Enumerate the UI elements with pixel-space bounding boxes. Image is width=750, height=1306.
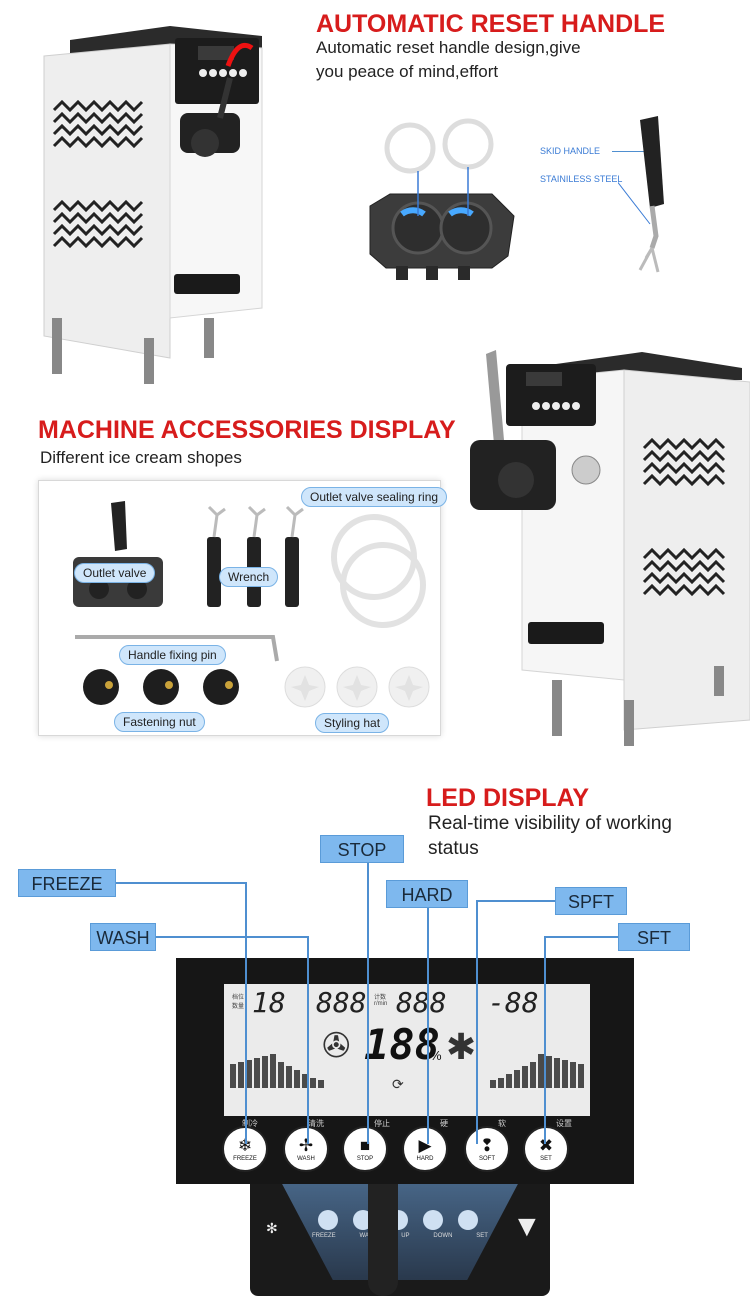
section1-title: AUTOMATIC RESET HANDLE xyxy=(316,10,666,38)
spft-callout-line-v xyxy=(476,900,478,1144)
lcd-digits-right: -88 xyxy=(488,986,539,1019)
lcd-digits-mid2: 888 xyxy=(396,986,447,1019)
lower-control-panel: FREEZE WASH UP DOWN SET ▼ ✻ xyxy=(250,1180,550,1296)
btn-top-label-wash: 清洗 xyxy=(308,1119,324,1128)
lower-set-label: SET xyxy=(476,1233,488,1239)
wash-callout: WASH xyxy=(90,923,156,951)
set-button[interactable]: ✖ SET xyxy=(523,1126,569,1172)
fan-icon: ✢ xyxy=(298,1135,314,1155)
hard-icon: ▶ xyxy=(418,1135,432,1155)
set-button-label: SET xyxy=(540,1155,552,1162)
lower-down-button xyxy=(423,1210,443,1230)
btn-top-label-freeze: 制冷 xyxy=(242,1119,258,1128)
fan-icon: ✇ xyxy=(322,1027,351,1065)
soft-button[interactable]: ❢ SOFT xyxy=(464,1126,510,1172)
section2-desc: Different ice cream shopes xyxy=(40,448,242,467)
lcd-digits-mid1: 888 xyxy=(316,986,367,1019)
lower-freeze-button xyxy=(318,1210,338,1230)
sft-callout-line-v xyxy=(544,936,546,1144)
lower-freeze-label: FREEZE xyxy=(312,1233,336,1239)
led-panel: 档位 数量 18 888 计数 r/min 888 -88 ✇ 188 % ✱ … xyxy=(176,958,634,1184)
stop-icon: ■ xyxy=(359,1135,371,1155)
hard-button[interactable]: ▶ HARD xyxy=(402,1126,448,1172)
freeze-callout: FREEZE xyxy=(18,869,116,897)
hard-callout-line-v xyxy=(427,906,429,1144)
stop-button-label: STOP xyxy=(356,1155,374,1162)
lower-set-button xyxy=(458,1210,478,1230)
spft-callout-line-h xyxy=(476,900,556,902)
tag-fastening-nut: Fastening nut xyxy=(114,712,205,732)
sft-callout: SFT xyxy=(618,923,690,951)
freeze-button[interactable]: ❄ FREEZE xyxy=(222,1126,268,1172)
section3-title: LED DISPLAY xyxy=(426,784,590,812)
stainless-steel-label: STAINILESS STEEL xyxy=(540,174,623,184)
snowflake-icon: ❄ xyxy=(237,1135,253,1155)
lower-up-label: UP xyxy=(401,1233,410,1239)
btn-top-label-set: 设置 xyxy=(556,1119,572,1128)
lcd-percent: % xyxy=(430,1048,442,1063)
reset-handle-parts-image xyxy=(362,116,532,286)
skid-handle-label: SKID HANDLE xyxy=(540,146,601,156)
wash-callout-line-v xyxy=(307,936,309,1144)
btn-top-label-hard: 硬 xyxy=(440,1119,448,1128)
lcd-small-mid-2: r/min xyxy=(374,1001,388,1007)
skid-handle-line xyxy=(612,151,648,152)
tag-styling-hat: Styling hat xyxy=(315,713,390,733)
wash-button[interactable]: ✢ WASH xyxy=(283,1126,329,1172)
freeze-callout-line-h xyxy=(116,882,246,884)
section1-desc-line2: you peace of mind,effort xyxy=(316,62,499,81)
stop-callout: STOP xyxy=(320,835,404,863)
tag-sealing-ring: Outlet valve sealing ring xyxy=(301,487,448,507)
spft-callout: SPFT xyxy=(555,887,627,915)
wash-indicator-icon: ⟳ xyxy=(392,1076,404,1092)
accessories-panel: Outlet valve Wrench Outlet valve sealing… xyxy=(38,480,448,736)
section2-title: MACHINE ACCESSORIES DISPLAY xyxy=(38,416,456,444)
ice-cream-cone-icon: ▼ xyxy=(512,1210,542,1243)
soft-button-label: SOFT xyxy=(479,1155,495,1162)
machine-image-side xyxy=(456,340,750,750)
sft-callout-line-h xyxy=(544,936,618,938)
hard-button-label: HARD xyxy=(416,1155,434,1162)
freeze-button-label: FREEZE xyxy=(233,1155,257,1162)
lcd-digits-left: 18 xyxy=(252,986,286,1019)
skid-handle-image xyxy=(615,112,678,282)
section3-desc-line2: status xyxy=(428,838,479,859)
section3-desc-line1: Real-time visibility of working xyxy=(428,813,672,834)
tag-fixing-pin: Handle fixing pin xyxy=(119,645,226,665)
wash-callout-line-h xyxy=(156,936,308,938)
wash-button-label: WASH xyxy=(297,1155,315,1162)
stop-callout-line-v xyxy=(367,862,369,1144)
lcd-small-left-2: 数量 xyxy=(232,1004,245,1010)
lcd-small-mid-1: 计数 xyxy=(374,995,387,1001)
stop-button[interactable]: ■ STOP xyxy=(342,1126,388,1172)
soft-icon: ❢ xyxy=(479,1135,495,1155)
lcd-screen: 档位 数量 18 888 计数 r/min 888 -88 ✇ 188 % ✱ … xyxy=(224,984,590,1116)
section1-desc-line1: Automatic reset handle design,give xyxy=(316,38,581,57)
lcd-small-left-1: 档位 xyxy=(232,995,245,1001)
hard-callout: HARD xyxy=(386,880,468,908)
tag-outlet-valve: Outlet valve xyxy=(74,563,156,583)
machine-image-front xyxy=(40,18,310,388)
btn-top-label-soft: 软 xyxy=(498,1119,506,1128)
freeze-callout-line-v xyxy=(245,882,247,1144)
snowflake-icon: ✻ xyxy=(266,1220,278,1236)
lower-down-label: DOWN xyxy=(433,1233,453,1239)
snowflake-display-icon: ✱ xyxy=(446,1026,477,1067)
tag-wrench: Wrench xyxy=(219,567,279,587)
settings-icon: ✖ xyxy=(538,1135,554,1155)
btn-top-label-stop: 停止 xyxy=(374,1119,390,1128)
